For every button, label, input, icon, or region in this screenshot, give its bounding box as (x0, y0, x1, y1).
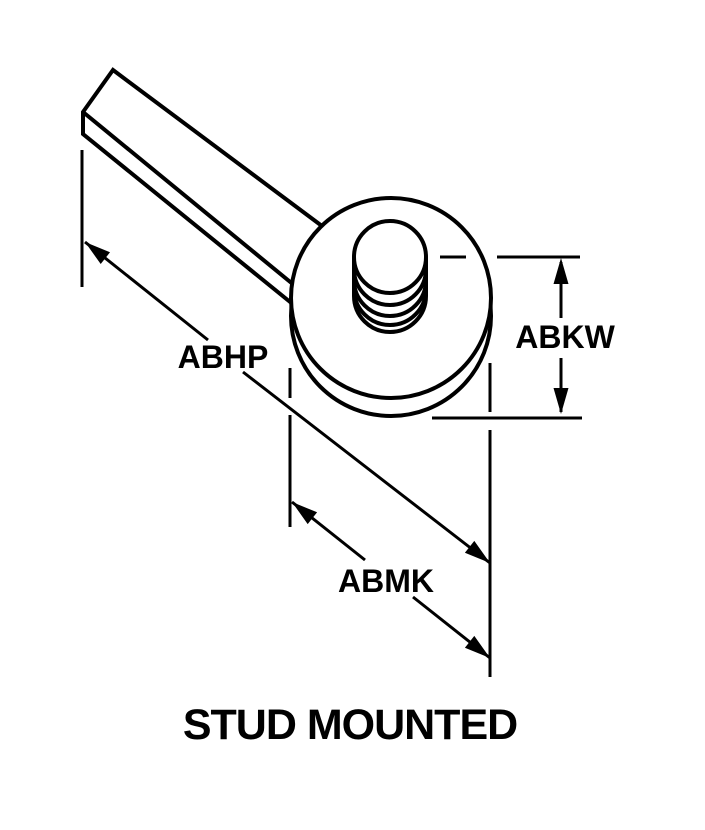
abhp-dim-line-lower (242, 370, 491, 565)
abmk-arrowhead-left (292, 502, 318, 525)
abhp-arrowhead-right (464, 540, 490, 563)
dimension-abmk: ABMK (288, 363, 492, 677)
abmk-label: ABMK (338, 563, 434, 599)
abhp-arrowhead-left (85, 242, 110, 264)
abmk-arrowhead-right (464, 635, 490, 658)
abhp-dim-line-upper (84, 240, 209, 342)
abkw-arrowhead-down (553, 388, 569, 414)
dimension-abkw: ABKW (432, 255, 616, 420)
diagram-title: STUD MOUNTED (183, 701, 517, 749)
abkw-arrowhead-up (553, 258, 569, 284)
abkw-label: ABKW (515, 319, 615, 355)
abhp-label: ABHP (178, 339, 269, 375)
threaded-stud (352, 219, 428, 334)
dimension-abhp: ABHP (80, 150, 491, 565)
handle-mid-edge (81, 110, 302, 292)
handle-bar (81, 67, 332, 312)
stud-top-circle (352, 219, 428, 295)
caption: STUD MOUNTED (183, 701, 518, 749)
